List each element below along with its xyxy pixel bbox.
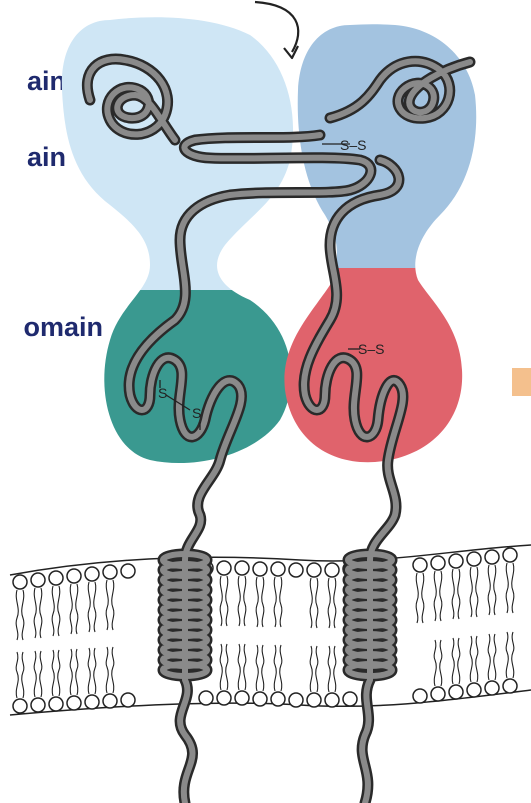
disulfide-bond-right: S–S [358, 341, 384, 357]
alpha-helix-icon [163, 554, 207, 676]
lipid-bilayer-icon [10, 545, 531, 715]
disulfide-bond-left-b: S [192, 405, 201, 421]
alpha-helix-icon [348, 554, 392, 676]
disulfide-bond-top: S–S [340, 137, 366, 153]
cropped-fragment [512, 368, 531, 396]
